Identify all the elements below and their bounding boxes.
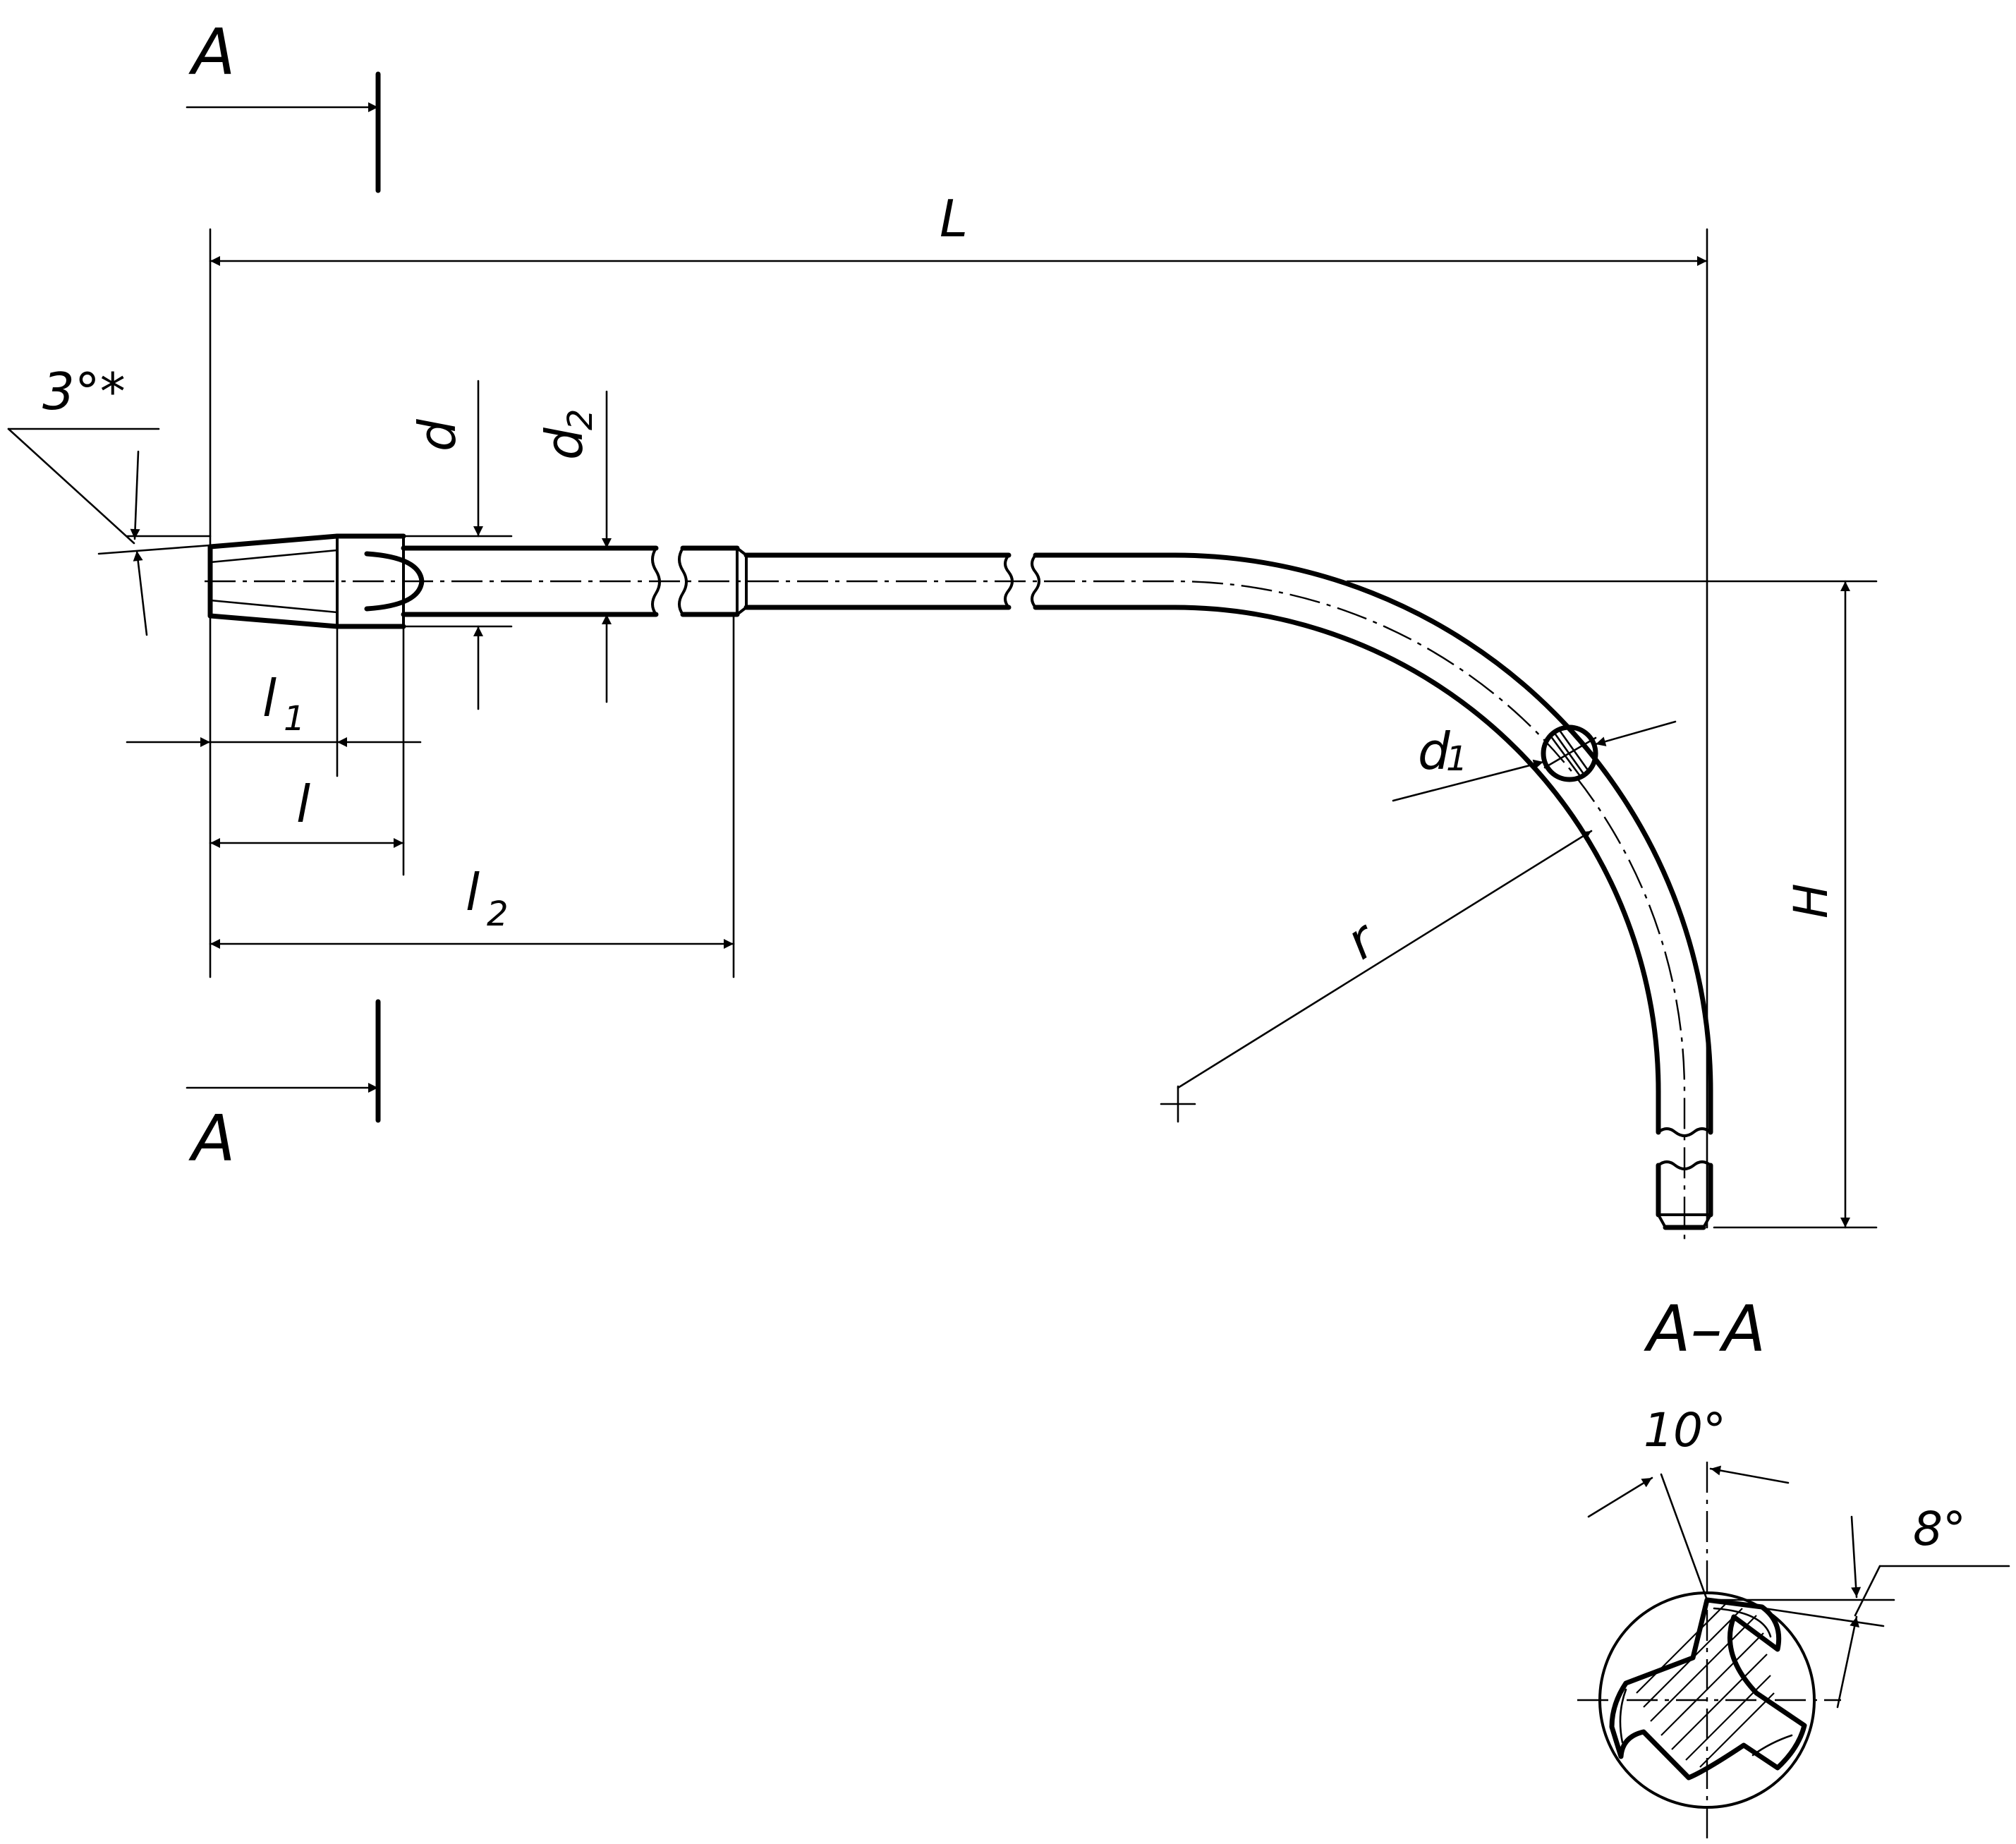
section-marker-bottom: A — [186, 999, 381, 1176]
dimension-H: H — [1346, 580, 1878, 1229]
dimension-H-label: H — [1784, 883, 1838, 918]
section-marker-top: A — [186, 16, 381, 193]
section-angle-10-label: 10° — [1644, 1403, 1726, 1457]
section-hatching — [1636, 1599, 1775, 1768]
section-view-A-A: A–A 10° 8° — [1577, 1292, 2010, 1841]
dimension-r-label: r — [1336, 908, 1388, 971]
dimension-d2-label: d — [535, 427, 594, 460]
dimension-d-label: d — [408, 418, 467, 451]
section-angle-8-label: 8° — [1913, 1502, 1966, 1556]
dimension-d1-subscript: 1 — [1446, 739, 1468, 779]
dimension-l2: l 2 — [209, 613, 735, 978]
dimension-l: l — [209, 625, 405, 876]
dimension-r: r — [1160, 830, 1593, 1123]
dimension-d1-label: d — [1418, 722, 1451, 781]
tap-body — [207, 533, 1713, 1230]
dimension-l-label: l — [296, 775, 310, 834]
dimension-taper-angle-label: 3°* — [42, 362, 126, 421]
tap-centerline — [205, 580, 1686, 1242]
dimension-d2: d 2 — [535, 390, 612, 703]
dimension-l1-subscript: 1 — [284, 699, 305, 739]
dimension-taper-angle: 3°* — [7, 362, 212, 636]
dimension-d2-subscript: 2 — [561, 408, 600, 430]
dimension-L: L — [209, 189, 1708, 1229]
dimension-d: d — [402, 380, 513, 710]
dimension-l1: l 1 — [126, 625, 422, 777]
dimension-l2-subscript: 2 — [487, 894, 509, 934]
dimension-l2-label: l — [466, 863, 480, 922]
dimension-d1: d 1 — [1392, 720, 1677, 802]
section-view-title: A–A — [1644, 1292, 1766, 1366]
section-marker-bottom-label: A — [188, 1102, 236, 1176]
dimension-l1-label: l — [262, 669, 277, 728]
section-marker-top-label: A — [188, 16, 236, 90]
dimension-L-label: L — [940, 189, 968, 248]
